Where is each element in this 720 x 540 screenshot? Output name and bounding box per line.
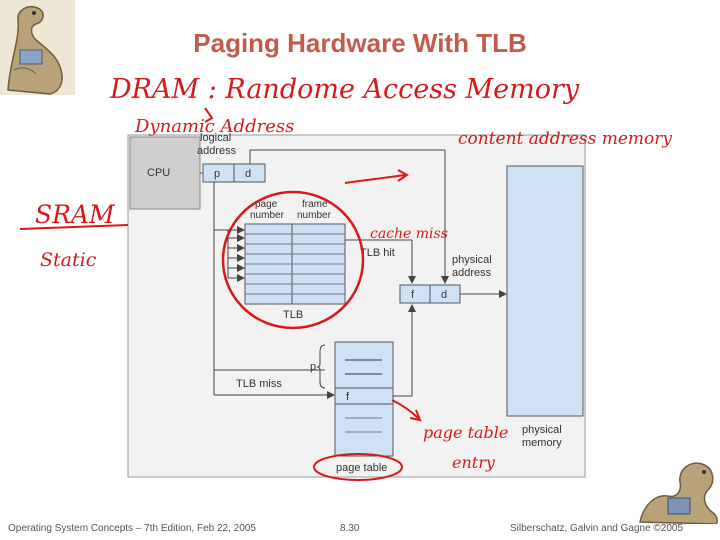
logical-address-label-2: address xyxy=(197,145,237,157)
logical-p: p xyxy=(214,168,220,180)
physical-memory-label-2: memory xyxy=(522,437,562,449)
tlb-miss-label: TLB miss xyxy=(236,378,282,390)
footer-right: Silberschatz, Galvin and Gagne ©2005 xyxy=(510,523,684,534)
footer-left: Operating System Concepts – 7th Edition,… xyxy=(8,523,256,534)
annotation-cache-miss: cache miss xyxy=(370,226,448,242)
physical-d: d xyxy=(441,289,447,301)
tlb-hit-label: TLB hit xyxy=(360,247,395,259)
physical-address-label-1: physical xyxy=(452,254,492,266)
logical-address-label-1: logical xyxy=(200,132,231,144)
page-table-p: p xyxy=(310,361,316,373)
dinosaur-bottom-right-icon xyxy=(639,462,718,524)
annotation-static: Static xyxy=(40,249,97,271)
page-table xyxy=(334,341,394,457)
physical-f: f xyxy=(411,289,415,301)
page-table-circle xyxy=(313,453,403,481)
frame-number-label-2: number xyxy=(297,210,332,221)
tlb-circle xyxy=(221,190,365,330)
tlb-label: TLB xyxy=(283,309,303,321)
frame-number-label-1: frame xyxy=(302,199,328,210)
annotation-page-table-entry-2: entry xyxy=(452,453,496,472)
annotation-content-address: content address memory xyxy=(458,129,672,149)
physical-memory-label-1: physical xyxy=(522,424,562,436)
physical-address-label-2: address xyxy=(452,267,492,279)
dinosaur-top-left-icon xyxy=(0,0,75,95)
physical-memory xyxy=(506,165,584,417)
page-table-f: f xyxy=(346,391,350,403)
cpu-label: CPU xyxy=(147,167,170,179)
slide-title: Paging Hardware With TLB xyxy=(193,28,527,58)
page-table-label: page table xyxy=(336,462,387,474)
logical-d: d xyxy=(245,168,251,180)
annotation-page-table-entry-1: page table xyxy=(423,423,508,442)
annotation-dynamic: Dynamic Address xyxy=(134,116,294,137)
page-number-label-2: number xyxy=(250,210,285,221)
page-number-label-1: page xyxy=(255,199,278,210)
annotation-dram: DRAM : Randome Access Memory xyxy=(109,74,580,105)
footer-center: 8.30 xyxy=(340,523,360,534)
annotation-sram: SRAM xyxy=(35,200,116,229)
